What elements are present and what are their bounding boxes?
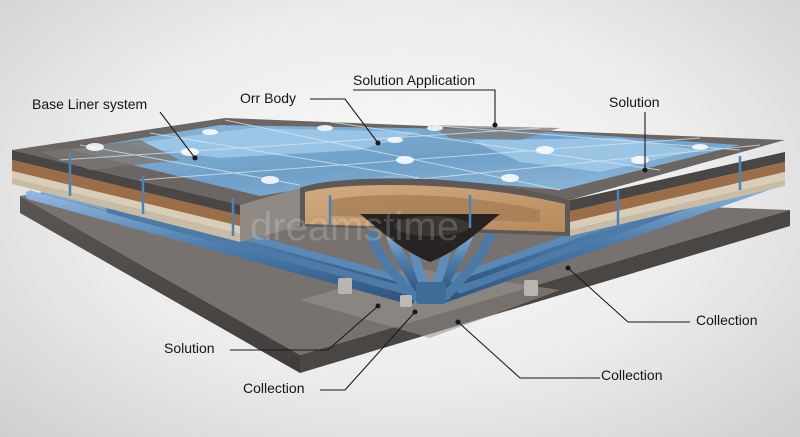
ore-body-cutaway xyxy=(240,178,570,262)
label-collection-left: Collection xyxy=(243,380,305,396)
label-orr-body: Orr Body xyxy=(240,90,297,106)
sprinklers xyxy=(86,125,708,184)
callout-lines xyxy=(159,89,690,391)
label-solution-top: Solution xyxy=(609,94,660,110)
label-collection-right: Collection xyxy=(696,312,758,328)
slab-right-face xyxy=(570,152,785,236)
watermark-text: dreamstime xyxy=(250,205,459,249)
label-base-liner-system: Base Liner system xyxy=(32,96,148,112)
label-solution-application: Solution Application xyxy=(353,72,476,88)
label-collection-center: Collection xyxy=(601,367,663,383)
label-solution-bottom: Solution xyxy=(164,340,215,356)
riser-pipes xyxy=(68,152,742,236)
collection-hub xyxy=(338,278,538,307)
